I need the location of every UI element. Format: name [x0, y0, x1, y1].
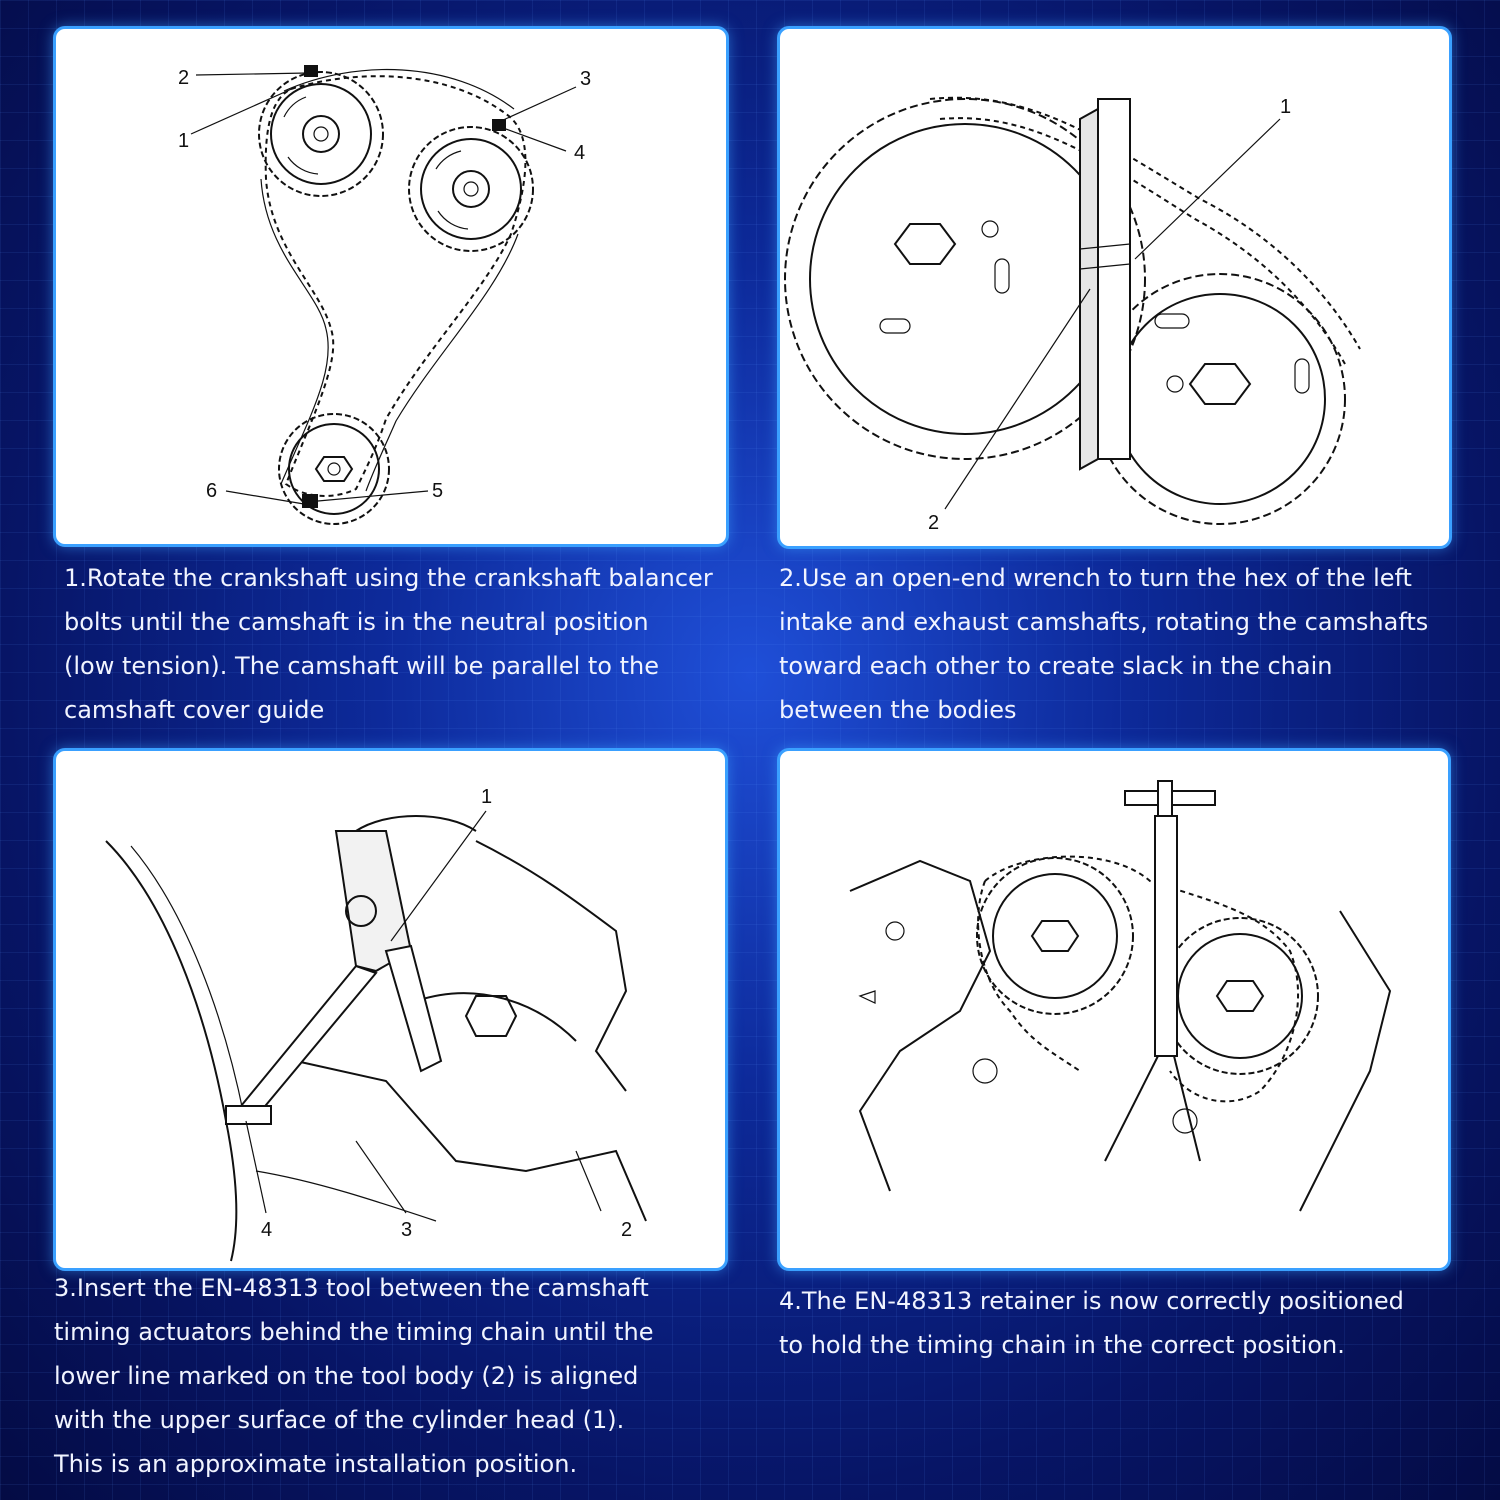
caption-line: 3.Insert the EN-48313 tool between the c… — [54, 1274, 649, 1302]
en-48313-retainer — [1104, 780, 1216, 1162]
caption-line: bolts until the camshaft is in the neutr… — [64, 608, 649, 636]
callout-label: 1 — [1280, 96, 1291, 118]
diagram-panel-3: 1 2 3 4 — [53, 748, 728, 1271]
wrench-camshaft-diagram: 1 2 — [784, 96, 1361, 534]
caption-line: 4.The EN-48313 retainer is now correctly… — [779, 1287, 1404, 1315]
timing-chain — [929, 96, 1361, 350]
caption-line: 2.Use an open-end wrench to turn the hex… — [779, 564, 1412, 592]
step-3-caption: 3.Insert the EN-48313 tool between the c… — [54, 1266, 654, 1486]
step-4-caption: 4.The EN-48313 retainer is now correctly… — [779, 1279, 1404, 1367]
timing-chain — [264, 75, 527, 497]
callout-label: 6 — [206, 480, 217, 502]
exhaust-camshaft-sprocket — [408, 126, 534, 252]
caption-line: between the bodies — [779, 696, 1017, 724]
caption-line: to hold the timing chain in the correct … — [779, 1331, 1345, 1359]
callout-label: 1 — [178, 130, 189, 152]
callout-label: 1 — [481, 786, 492, 808]
callout-label: 4 — [261, 1219, 272, 1241]
callout-label: 2 — [928, 512, 939, 534]
callout-label: 3 — [401, 1219, 412, 1241]
step-1-caption: 1.Rotate the crankshaft using the cranks… — [64, 556, 713, 732]
crankshaft-sprocket — [278, 413, 390, 525]
callout-label: 4 — [574, 142, 585, 164]
caption-line: intake and exhaust camshafts, rotating t… — [779, 608, 1429, 636]
diagram-panel-4 — [777, 748, 1451, 1271]
diagram-panel-1: 2 1 3 4 5 6 — [53, 26, 729, 547]
timing-chain — [984, 855, 1299, 1103]
diagram-panel-2: 1 2 — [777, 26, 1452, 549]
retainer-installed-diagram — [849, 780, 1392, 1212]
callout-label: 5 — [432, 480, 443, 502]
caption-line: lower line marked on the tool body (2) i… — [54, 1362, 639, 1390]
caption-line: This is an approximate installation posi… — [54, 1450, 578, 1478]
callout-label: 2 — [178, 67, 189, 89]
chain-retainer-tool — [1079, 98, 1131, 471]
intake-camshaft-sprocket — [976, 857, 1134, 1015]
caption-line: timing actuators behind the timing chain… — [54, 1318, 654, 1346]
en-48313-tool — [225, 830, 443, 1125]
caption-line: with the upper surface of the cylinder h… — [54, 1406, 625, 1434]
intake-camshaft-sprocket — [258, 71, 384, 197]
caption-line: camshaft cover guide — [64, 696, 325, 724]
timing-mark — [304, 65, 318, 77]
caption-line: 1.Rotate the crankshaft using the cranks… — [64, 564, 713, 592]
callout-label: 3 — [580, 68, 591, 90]
tool-insertion-diagram: 1 2 3 4 — [105, 786, 647, 1262]
step-2-caption: 2.Use an open-end wrench to turn the hex… — [779, 556, 1428, 732]
callout-label: 2 — [621, 1219, 632, 1241]
exhaust-camshaft-sprocket — [1161, 917, 1319, 1075]
timing-mark — [302, 494, 318, 508]
timing-mark — [492, 119, 506, 131]
caption-line: (low tension). The camshaft will be para… — [64, 652, 659, 680]
timing-chain-diagram: 2 1 3 4 5 6 — [178, 65, 591, 525]
caption-line: toward each other to create slack in the… — [779, 652, 1333, 680]
bolt-head — [464, 995, 518, 1037]
